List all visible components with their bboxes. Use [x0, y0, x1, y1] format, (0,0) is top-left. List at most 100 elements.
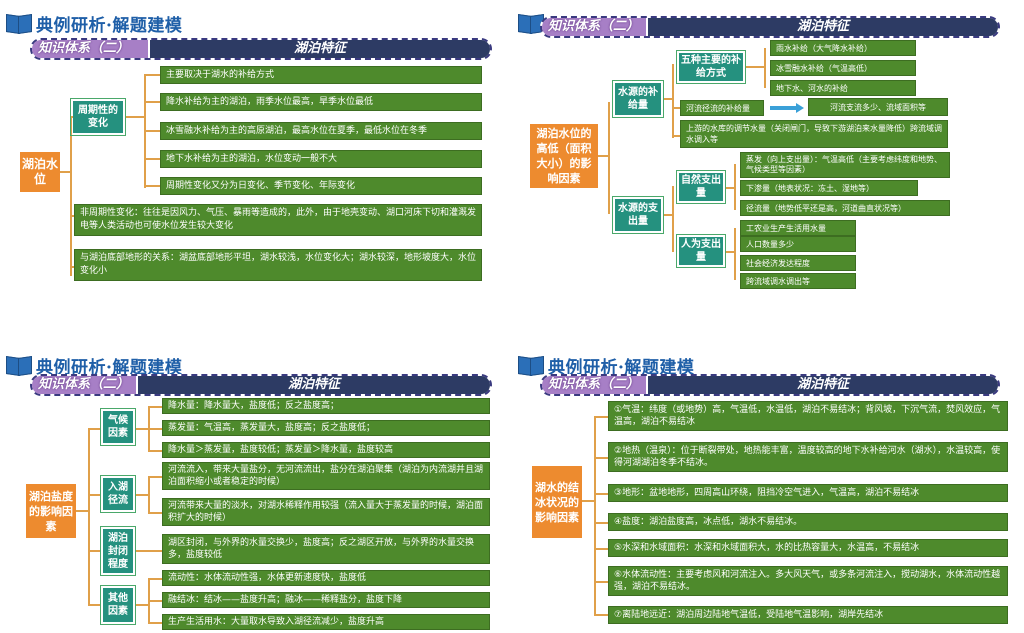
freeze-factor-1: ①气温：纬度（或地势）高，气温低，水温低，湖泊不易结冰；背风坡，下沉气流，焚风效…	[608, 401, 1008, 431]
connector	[136, 604, 150, 606]
connector	[88, 604, 100, 606]
connector	[594, 416, 608, 418]
connector	[144, 74, 160, 76]
connector	[88, 494, 100, 496]
periodic-item-3: 冰雪融水补给为主的高原湖泊，最高水位在夏季，最低水位在冬季	[160, 122, 482, 140]
section-band: 知识体系（二） 湖泊特征	[30, 38, 492, 60]
brand-title: 典例研析·解题建模	[548, 357, 695, 378]
connector	[664, 98, 674, 100]
freeze-factor-4: ④盐度：湖泊盐度高，冰点低，湖水不易结冰。	[608, 513, 1008, 531]
connector	[60, 171, 72, 173]
branch-frame: 水源的支出量	[612, 196, 664, 234]
sub-human: 人为支出量	[679, 237, 723, 265]
connector	[594, 416, 596, 616]
connector	[148, 578, 162, 580]
other-item-3: 生产生活用水：大量取水导致入湖径流减少，盐度升高	[162, 614, 490, 630]
freeze-factor-7: ⑦离陆地远近：湖泊周边陆地气温低，受陆地气温影响，湖岸先结冰	[608, 606, 1008, 624]
band-title: 湖泊特征	[138, 376, 490, 394]
branch-outflow: 水源的支出量	[615, 199, 661, 231]
connector	[594, 522, 608, 524]
sub-natural: 自然支出量	[679, 173, 723, 201]
branch-frame: 水源的补给量	[612, 80, 664, 118]
natural-item-2: 下渗量（地表状况：冻土、湿地等）	[740, 180, 918, 196]
group-other: 其他因素	[103, 588, 133, 622]
root-node: 湖泊水位的高低（面积大小）的影响因素	[530, 124, 598, 188]
branch-frame: 人为支出量	[676, 234, 726, 268]
connector	[764, 48, 766, 88]
connector	[672, 186, 674, 252]
climate-item-2: 蒸发量：气温高，蒸发量大，盐度高；反之盐度低；	[162, 420, 490, 436]
connector	[148, 512, 162, 514]
connector	[144, 101, 160, 103]
freeze-factor-3: ③地形：盆地地形，四周高山环绕，阻挡冷空气进入，气温高，湖泊不易结冰	[608, 484, 1008, 502]
climate-item-3: 降水量＞蒸发量，盐度较低；蒸发量＞降水量，盐度较高	[162, 442, 490, 458]
section-label: 知识体系（二）	[542, 376, 646, 394]
connector	[148, 476, 162, 478]
connector	[672, 135, 680, 137]
branch-frame: 湖泊封闭程度	[100, 526, 136, 576]
branch-inflow: 水源的补给量	[615, 83, 661, 115]
section-band: 知识体系（二） 湖泊特征	[540, 374, 1000, 396]
connector	[144, 158, 160, 160]
connector	[136, 428, 150, 430]
periodic-item-5: 周期性变化又分为日变化、季节变化、年际变化	[160, 177, 482, 195]
connector	[88, 428, 100, 430]
connector	[582, 500, 596, 502]
inflow-item-2: 河流带来大量的淡水，对湖水稀释作用较强（流入量大于蒸发量的时候，湖泊面积扩大的时…	[162, 498, 490, 526]
connector	[148, 622, 162, 624]
root-node: 湖泊水位	[20, 152, 60, 192]
connector	[672, 64, 674, 138]
arrow-right-icon	[770, 103, 804, 113]
branch-frame: 其他因素	[100, 585, 136, 625]
connector	[144, 185, 160, 187]
connector	[594, 614, 608, 616]
connector	[76, 510, 90, 512]
non-periodic-note: 非周期性变化：往往是因风力、气压、暴雨等造成的，此外，由于地壳变动、湖口河床下切…	[74, 204, 482, 236]
branch-periodic: 周期性的变化	[73, 101, 123, 133]
connector	[148, 428, 162, 430]
book-icon	[518, 355, 544, 375]
brand-title: 典例研析·解题建模	[36, 357, 183, 378]
connector	[70, 266, 76, 268]
freeze-factor-5: ⑤水深和水域面积：水深和水域面积大，水的比热容量大，水温高，不易结冰	[608, 539, 1008, 557]
inflow-item-2: 冰雪融水补给（气温高低）	[770, 60, 916, 76]
periodic-item-2: 降水补给为主的湖泊，雨季水位最高，旱季水位最低	[160, 93, 482, 111]
connector	[144, 130, 160, 132]
section-label: 知识体系（二）	[32, 40, 148, 58]
brand-header: 典例研析·解题建模	[6, 10, 182, 36]
connector	[136, 494, 150, 496]
root-node: 湖水的结冰状况的影响因素	[532, 466, 582, 538]
other-item-1: 流动性：水体流动性强，水体更新速度快，盐度低	[162, 570, 490, 586]
connector	[734, 164, 736, 210]
band-title: 湖泊特征	[648, 376, 998, 394]
other-item-2: 融结冰：结冰——盐度升高；融冰——稀释盐分，盐度下降	[162, 592, 490, 608]
branch-frame: 入湖径流	[100, 475, 136, 513]
connector	[70, 116, 72, 276]
periodic-item-4: 地下水补给为主的湖泊，水位变动一般不大	[160, 150, 482, 168]
sub-five-modes: 五种主要的补给方式	[679, 53, 743, 81]
reservoir-note: 上游的水库的调节水量（关闭闸门，导致下游湖泊来水量降低）跨流域调水调入等	[680, 120, 948, 148]
connector	[746, 66, 766, 68]
section-label: 知识体系（二）	[542, 18, 646, 36]
connector	[594, 581, 608, 583]
river-inflow: 河流径流的补给量	[680, 100, 764, 116]
connector	[594, 493, 608, 495]
closure-item-1: 湖区封闭，与外界的水量交换少，盐度高；反之湖区开放，与外界的水量交换多，盐度较低	[162, 534, 490, 564]
river-result: 河流支流多少、流域面积等	[808, 98, 948, 116]
human-item-4: 跨流域调水调出等	[740, 273, 856, 289]
book-icon	[6, 355, 32, 375]
freeze-factor-2: ②地热（温泉）：位于断裂带处，地热能丰富，温度较高的地下水补给河水（湖水），水温…	[608, 442, 1008, 472]
group-closure: 湖泊封闭程度	[103, 529, 133, 573]
connector	[734, 228, 736, 280]
inflow-item-3: 地下水、河水的补给	[770, 80, 916, 96]
band-title: 湖泊特征	[150, 40, 490, 58]
branch-frame: 五种主要的补给方式	[676, 50, 746, 84]
brand-header: 典例研析·解题建模	[518, 352, 694, 378]
section-label: 知识体系（二）	[32, 376, 136, 394]
book-icon	[6, 13, 32, 33]
connector	[594, 548, 608, 550]
branch-frame: 气候因素	[100, 408, 136, 446]
connector	[608, 102, 610, 214]
connector	[126, 116, 146, 118]
connector	[88, 428, 90, 606]
